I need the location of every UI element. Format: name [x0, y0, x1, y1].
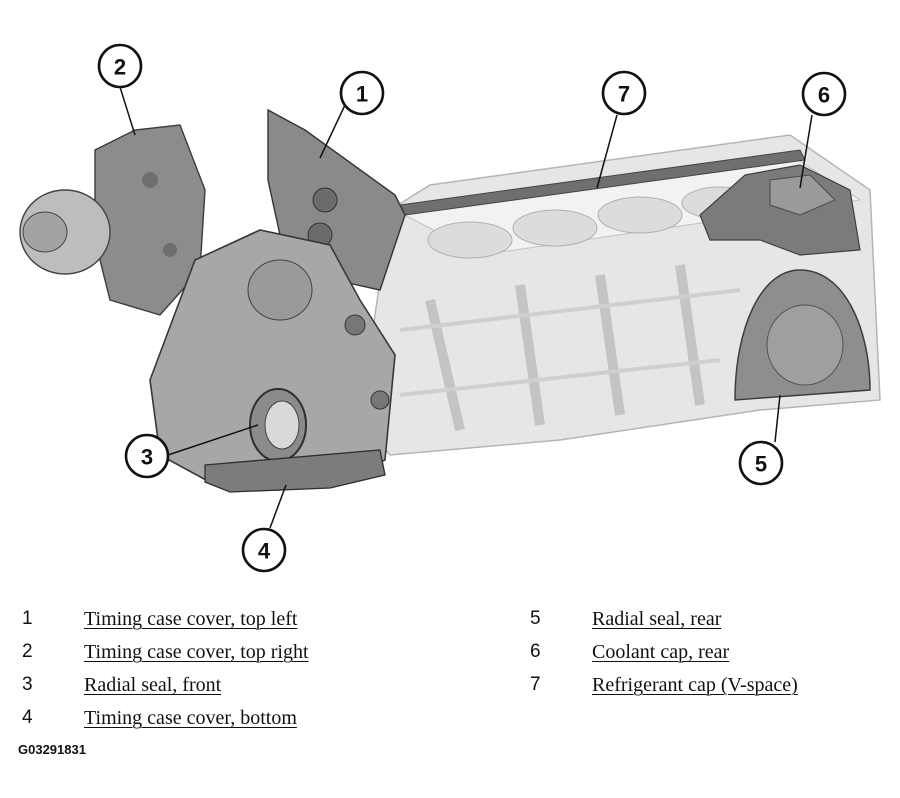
figure-id: G03291831 [18, 742, 86, 757]
legend-number: 2 [22, 641, 33, 662]
legend-number: 5 [530, 608, 541, 629]
callout-number: 1 [356, 82, 368, 107]
callout-number: 3 [141, 445, 153, 470]
legend-label: Coolant cap, rear [592, 641, 730, 663]
legend-number: 4 [22, 707, 33, 728]
callout-number: 7 [618, 82, 630, 107]
callout-number: 4 [258, 539, 271, 564]
legend-number: 1 [22, 608, 33, 629]
callout-4: 4 [241, 527, 287, 573]
legend-label: Timing case cover, bottom [84, 707, 297, 729]
legend-label: Timing case cover, top left [84, 608, 298, 630]
legend-label: Radial seal, front [84, 674, 222, 696]
legend-label: Timing case cover, top right [84, 641, 309, 663]
callout-1: 1 [339, 70, 385, 116]
callout-number: 5 [755, 452, 767, 477]
radial-seal-front [249, 388, 307, 462]
engine-block-diagram: 1 2 3 4 5 6 7 [19, 43, 881, 573]
timing-case-cover-top-right [19, 124, 206, 316]
parts-legend: 1 Timing case cover, top left 2 Timing c… [0, 600, 900, 770]
legend-number: 6 [530, 641, 541, 662]
callout-2: 2 [97, 43, 143, 89]
callout-number: 6 [818, 83, 830, 108]
callout-3: 3 [124, 433, 170, 479]
callout-5: 5 [738, 440, 784, 486]
legend-label: Radial seal, rear [592, 608, 722, 630]
leader-lines [119, 86, 813, 529]
callout-number: 2 [114, 55, 126, 80]
coolant-cap-rear [699, 164, 861, 256]
callout-6: 6 [801, 71, 847, 117]
callout-7: 7 [601, 70, 647, 116]
timing-case-cover-bottom [204, 449, 386, 493]
legend-number: 7 [530, 674, 541, 695]
legend-label: Refrigerant cap (V-space) [592, 674, 798, 696]
radial-seal-rear [734, 269, 871, 401]
legend-number: 3 [22, 674, 33, 695]
